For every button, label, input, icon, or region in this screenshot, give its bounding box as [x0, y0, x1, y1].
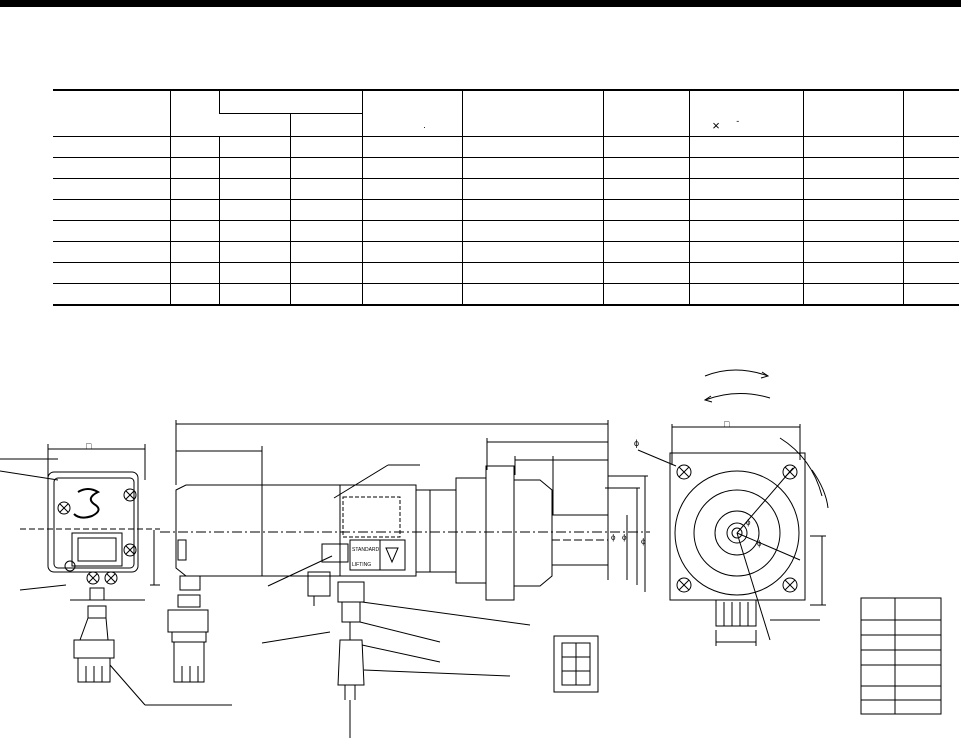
header-cell-2	[170, 89, 220, 137]
header-cell-group	[219, 89, 363, 114]
phi-mark-2: ϕ	[622, 533, 627, 542]
phi-mark-3: ϕ	[641, 537, 646, 546]
table-row	[53, 241, 959, 263]
header-subcell-2	[290, 113, 363, 137]
header-cell-10	[903, 89, 959, 137]
phi-mark-front-3: ϕ	[757, 539, 762, 548]
square-mark-front: □	[724, 419, 730, 429]
table-header-subrow	[53, 113, 959, 137]
header-cell-9	[802, 89, 904, 137]
table-row	[53, 199, 959, 221]
table-row	[53, 283, 959, 306]
header-cell-model	[53, 89, 171, 137]
connector-pin-diagram	[553, 635, 599, 693]
table-header-row: · × -	[53, 89, 959, 137]
header-cell-6	[462, 89, 604, 137]
left-end-view	[0, 444, 232, 706]
phi-mark-front: ϕ	[634, 438, 639, 448]
header-cell-8: × -	[689, 89, 804, 137]
table-row	[53, 262, 959, 284]
table-row	[53, 178, 959, 200]
phi-mark-1: ϕ	[611, 533, 616, 542]
label-plate-line-2: LIFTING	[352, 562, 371, 568]
rotation-arrows	[703, 369, 771, 403]
spec-table: · × -	[53, 89, 959, 306]
table-row	[53, 136, 959, 158]
wire-color-table	[860, 597, 942, 715]
cross-mark: ×	[712, 118, 720, 133]
motor-drawing: STANDARD LIFTING ϕ ϕ ϕ	[0, 369, 942, 738]
dot-mark: ·	[422, 122, 426, 132]
header-cell-7	[602, 89, 690, 137]
top-rule	[0, 0, 961, 7]
header-subcell-1	[219, 113, 291, 137]
dash-mark: -	[736, 116, 740, 126]
header-cell-5: ·	[361, 89, 463, 137]
square-mark-left: □	[86, 441, 92, 451]
front-view: □ ϕ ϕ ϕ	[634, 419, 829, 646]
table-row	[53, 157, 959, 179]
table-row	[53, 220, 959, 242]
side-view: STANDARD LIFTING ϕ ϕ ϕ	[160, 420, 650, 738]
label-plate-line-1: STANDARD	[352, 547, 380, 553]
phi-mark-front-2: ϕ	[746, 518, 751, 527]
